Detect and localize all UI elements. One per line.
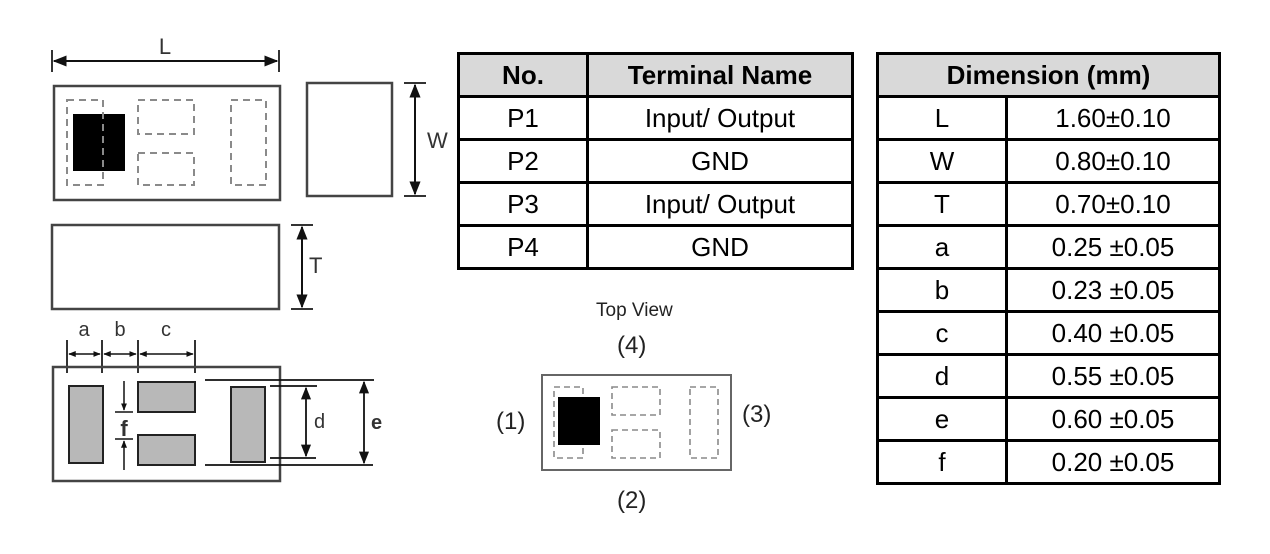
dimension-value: 0.25 ±0.05: [1005, 224, 1221, 270]
label-a: a: [78, 319, 90, 341]
dimension-table: Dimension (mm) L 1.60±0.10 W 0.80±0.10 T…: [876, 52, 1221, 485]
label-W: W: [427, 128, 448, 153]
terminal-no: P4: [457, 224, 589, 270]
dimension-symbol: d: [876, 353, 1008, 399]
label-b: b: [114, 319, 125, 341]
terminal-no: P3: [457, 181, 589, 227]
table-row: a 0.25 ±0.05: [876, 224, 1221, 270]
label-e: e: [371, 412, 382, 434]
table-row: b 0.23 ±0.05: [876, 267, 1221, 313]
land-pattern-view: a b c f: [51, 319, 382, 483]
terminal-name: GND: [586, 224, 854, 270]
label-d: d: [314, 411, 325, 433]
component-top-view: [52, 84, 282, 202]
dimension-value: 0.60 ±0.05: [1005, 396, 1221, 442]
table-row: P4 GND: [457, 224, 854, 270]
table-row: P2 GND: [457, 138, 854, 184]
table-row: T 0.70±0.10: [876, 181, 1221, 227]
table-row: P1 Input/ Output: [457, 95, 854, 141]
table-row: L 1.60±0.10: [876, 95, 1221, 141]
table-row: e 0.60 ±0.05: [876, 396, 1221, 442]
dimension-value: 0.23 ±0.05: [1005, 267, 1221, 313]
terminal-name: Input/ Output: [586, 95, 854, 141]
terminal-table-header: No. Terminal Name: [457, 52, 854, 98]
terminal-no: P2: [457, 138, 589, 184]
dimension-value: 0.80±0.10: [1005, 138, 1221, 184]
terminal-no: P1: [457, 95, 589, 141]
header-no: No.: [457, 52, 589, 98]
dimension-value: 0.40 ±0.05: [1005, 310, 1221, 356]
table-row: c 0.40 ±0.05: [876, 310, 1221, 356]
terminal-name: Input/ Output: [586, 181, 854, 227]
terminal-name: GND: [586, 138, 854, 184]
component-side-view-w: W: [305, 81, 448, 198]
dimension-table-header: Dimension (mm): [876, 52, 1221, 98]
dimension-symbol: e: [876, 396, 1008, 442]
table-row: W 0.80±0.10: [876, 138, 1221, 184]
label-L: L: [159, 34, 171, 59]
dimension-symbol: f: [876, 439, 1008, 485]
pin1-marker: [73, 114, 125, 171]
pin-label-4: (4): [617, 332, 647, 359]
table-row: d 0.55 ±0.05: [876, 353, 1221, 399]
dimension-symbol: c: [876, 310, 1008, 356]
dimension-value: 0.55 ±0.05: [1005, 353, 1221, 399]
dimension-symbol: W: [876, 138, 1008, 184]
dimension-value: 1.60±0.10: [1005, 95, 1221, 141]
dimension-symbol: a: [876, 224, 1008, 270]
header-terminal-name: Terminal Name: [586, 52, 854, 98]
dimension-value: 0.70±0.10: [1005, 181, 1221, 227]
pin1-marker: [558, 397, 600, 445]
terminal-table: No. Terminal Name P1 Input/ Output P2 GN…: [457, 52, 854, 270]
top-view-pinout: [541, 374, 732, 471]
component-side-view-t: T: [50, 223, 322, 311]
dimension-symbol: T: [876, 181, 1008, 227]
header-dimension: Dimension (mm): [876, 52, 1221, 98]
label-T: T: [309, 253, 322, 278]
label-f: f: [120, 416, 128, 441]
top-view-title: Top View: [596, 300, 673, 321]
dimension-L: L: [51, 34, 280, 72]
table-row: f 0.20 ±0.05: [876, 439, 1221, 485]
pin-label-3: (3): [742, 401, 772, 428]
dimension-symbol: b: [876, 267, 1008, 313]
table-row: P3 Input/ Output: [457, 181, 854, 227]
label-c: c: [161, 319, 171, 341]
pin-label-2: (2): [617, 487, 647, 514]
mechanical-drawing: L W T a b c: [50, 34, 448, 483]
pin-label-1: (1): [496, 408, 526, 435]
dimension-symbol: L: [876, 95, 1008, 141]
dimension-value: 0.20 ±0.05: [1005, 439, 1221, 485]
